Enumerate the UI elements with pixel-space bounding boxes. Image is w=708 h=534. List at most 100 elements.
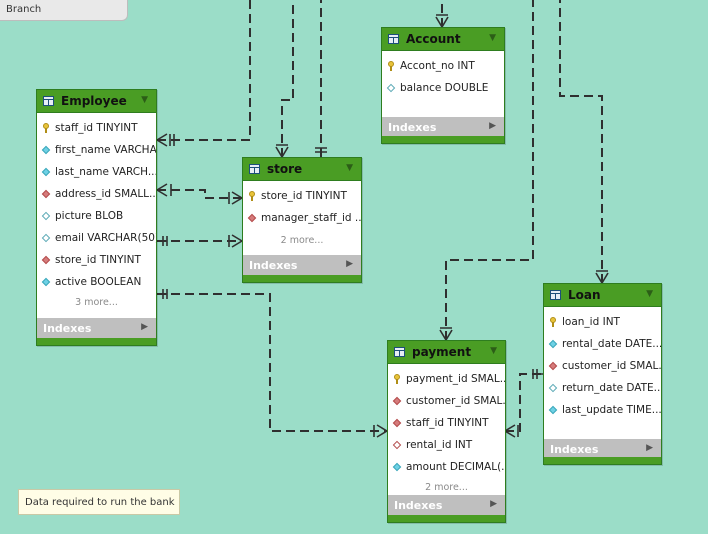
column-row[interactable]: active BOOLEAN: [37, 271, 156, 293]
column-row[interactable]: return_date DATE...: [544, 377, 661, 399]
column-row[interactable]: amount DECIMAL(...: [388, 456, 505, 478]
column-row[interactable]: staff_id TINYINT: [388, 412, 505, 434]
column-row[interactable]: picture BLOB: [37, 205, 156, 227]
indexes-section[interactable]: Indexes ▶: [544, 439, 661, 459]
more-columns-link[interactable]: 2 more...: [280, 235, 324, 246]
nullable-column-icon: [548, 383, 558, 393]
column-label: customer_id SMAL...: [406, 395, 505, 407]
column-label: picture BLOB: [55, 210, 124, 222]
column-icon: [392, 462, 402, 472]
loan-table-header[interactable]: Loan ▼: [544, 284, 661, 307]
account-table[interactable]: Account ▼ Accont_no INT balance DOUBLE I…: [381, 27, 505, 144]
indexes-label: Indexes: [388, 120, 437, 134]
table-name: Loan: [568, 288, 601, 302]
indexes-label: Indexes: [550, 442, 599, 456]
more-columns-link[interactable]: 2 more...: [425, 482, 468, 493]
indexes-section[interactable]: Indexes ▶: [382, 117, 504, 137]
collapse-arrow-icon[interactable]: ▼: [490, 346, 497, 356]
connector-employee-payment: [157, 293, 387, 432]
column-row[interactable]: last_name VARCH...: [37, 161, 156, 183]
column-label: customer_id SMAL...: [562, 360, 661, 372]
foreign-key-icon: [41, 255, 51, 265]
expand-arrow-icon[interactable]: ▶: [489, 121, 496, 131]
expand-arrow-icon[interactable]: ▶: [490, 499, 497, 509]
column-label: staff_id TINYINT: [406, 417, 489, 429]
expand-arrow-icon[interactable]: ▶: [141, 322, 148, 332]
column-row[interactable]: customer_id SMAL...: [544, 355, 661, 377]
column-row[interactable]: email VARCHAR(50): [37, 227, 156, 249]
more-columns-link[interactable]: 3 more...: [75, 297, 118, 308]
foreign-key-icon: [392, 396, 402, 406]
indexes-label: Indexes: [394, 498, 443, 512]
store-table[interactable]: store ▼ store_id TINYINT manager_staff_i…: [242, 157, 362, 283]
table-footer: [388, 515, 505, 522]
column-label: return_date DATE...: [562, 382, 661, 394]
primary-key-icon: [247, 191, 257, 201]
employee-table[interactable]: Employee ▼ staff_id TINYINT first_name V…: [36, 89, 157, 346]
connector-payment-loan: [505, 373, 543, 432]
collapse-arrow-icon[interactable]: ▼: [141, 95, 148, 105]
store-table-header[interactable]: store ▼: [243, 158, 361, 181]
column-label: amount DECIMAL(...: [406, 461, 505, 473]
account-table-header[interactable]: Account ▼: [382, 28, 504, 51]
table-footer: [544, 457, 661, 464]
payment-table[interactable]: payment ▼ payment_id SMAL... customer_id…: [387, 340, 506, 523]
nullable-foreign-key-icon: [392, 440, 402, 450]
table-icon: [388, 34, 399, 44]
foreign-key-icon: [41, 189, 51, 199]
column-row[interactable]: customer_id SMAL...: [388, 390, 505, 412]
column-label: first_name VARCHA...: [55, 144, 156, 156]
indexes-label: Indexes: [43, 321, 92, 335]
column-label: manager_staff_id ...: [261, 212, 361, 224]
table-icon: [43, 96, 54, 106]
column-row[interactable]: payment_id SMAL...: [388, 368, 505, 390]
diagram-tab[interactable]: Branch: [0, 0, 128, 21]
indexes-section[interactable]: Indexes ▶: [388, 495, 505, 515]
expand-arrow-icon[interactable]: ▶: [646, 443, 653, 453]
column-row[interactable]: Accont_no INT: [382, 55, 504, 77]
collapse-arrow-icon[interactable]: ▼: [646, 289, 653, 299]
column-row[interactable]: manager_staff_id ...: [243, 207, 361, 229]
column-icon: [41, 277, 51, 287]
table-name: Employee: [61, 94, 127, 108]
column-row[interactable]: last_update TIME...: [544, 399, 661, 421]
foreign-key-icon: [247, 213, 257, 223]
column-row[interactable]: store_id TINYINT: [243, 185, 361, 207]
collapse-arrow-icon[interactable]: ▼: [489, 33, 496, 43]
column-icon: [41, 167, 51, 177]
connector-payment-top: [445, 0, 534, 340]
foreign-key-icon: [392, 418, 402, 428]
column-row[interactable]: first_name VARCHA...: [37, 139, 156, 161]
column-row[interactable]: address_id SMALL...: [37, 183, 156, 205]
column-row[interactable]: rental_id INT: [388, 434, 505, 456]
column-row[interactable]: store_id TINYINT: [37, 249, 156, 271]
connector-loan-top: [559, 0, 603, 283]
column-label: rental_date DATE...: [562, 338, 661, 350]
column-row[interactable]: balance DOUBLE: [382, 77, 504, 99]
indexes-section[interactable]: Indexes ▶: [37, 318, 156, 338]
column-label: balance DOUBLE: [400, 82, 489, 94]
loan-table[interactable]: Loan ▼ loan_id INT rental_date DATE... c…: [543, 283, 662, 465]
table-footer: [243, 275, 361, 282]
note-text: Data required to run the bank: [25, 496, 175, 508]
collapse-arrow-icon[interactable]: ▼: [346, 163, 353, 173]
table-name: payment: [412, 345, 472, 359]
payment-table-header[interactable]: payment ▼: [388, 341, 505, 364]
column-label: payment_id SMAL...: [406, 373, 505, 385]
column-label: active BOOLEAN: [55, 276, 142, 288]
connector-store-top-left: [281, 0, 294, 157]
column-icon: [41, 145, 51, 155]
column-label: store_id TINYINT: [55, 254, 141, 266]
expand-arrow-icon[interactable]: ▶: [346, 259, 353, 269]
primary-key-icon: [41, 123, 51, 133]
indexes-section[interactable]: Indexes ▶: [243, 255, 361, 275]
column-label: staff_id TINYINT: [55, 122, 138, 134]
table-icon: [249, 164, 260, 174]
column-row[interactable]: staff_id TINYINT: [37, 117, 156, 139]
column-row[interactable]: loan_id INT: [544, 311, 661, 333]
diagram-note[interactable]: Data required to run the bank: [18, 489, 180, 515]
employee-table-header[interactable]: Employee ▼: [37, 90, 156, 113]
table-footer: [37, 338, 156, 345]
column-row[interactable]: rental_date DATE...: [544, 333, 661, 355]
nullable-column-icon: [386, 83, 396, 93]
